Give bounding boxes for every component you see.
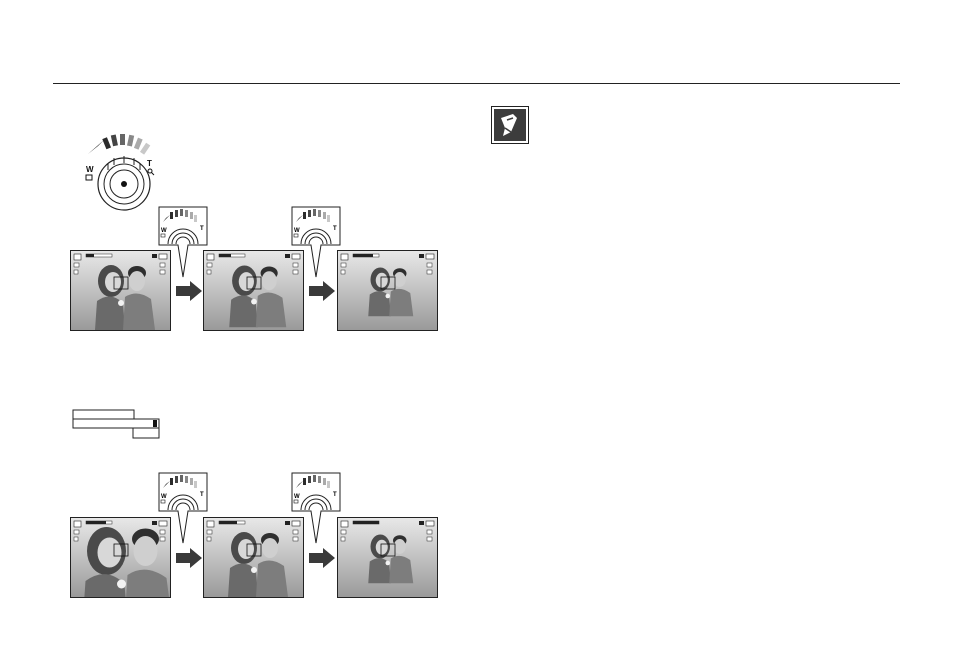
arrow-right-icon [176,548,202,568]
arrow-right-icon [309,548,335,568]
svg-text:W: W [294,228,300,234]
zoom-bar [70,408,162,442]
preview-photo [337,250,438,331]
zoom-callout: W T [158,206,208,278]
header-rule [53,83,900,84]
svg-text:T: T [200,492,204,498]
zoom-callout: W T [291,472,341,544]
svg-text:T: T [147,159,152,168]
svg-text:T: T [333,492,337,498]
svg-text:W: W [294,494,300,500]
svg-text:W: W [86,165,94,174]
svg-text:T: T [200,226,204,232]
preview-photo [70,250,171,331]
preview-photo [70,517,171,598]
note-pencil-icon [491,106,529,144]
svg-text:T: T [333,226,337,232]
preview-photo [337,517,438,598]
preview-photo [203,517,304,598]
arrow-right-icon [309,281,335,301]
svg-text:W: W [161,228,167,234]
svg-text:W: W [161,494,167,500]
zoom-callout: W T [158,472,208,544]
preview-photo [203,250,304,331]
zoom-dial-icon: W T [84,132,160,214]
arrow-right-icon [176,281,202,301]
zoom-callout: W T [291,206,341,278]
